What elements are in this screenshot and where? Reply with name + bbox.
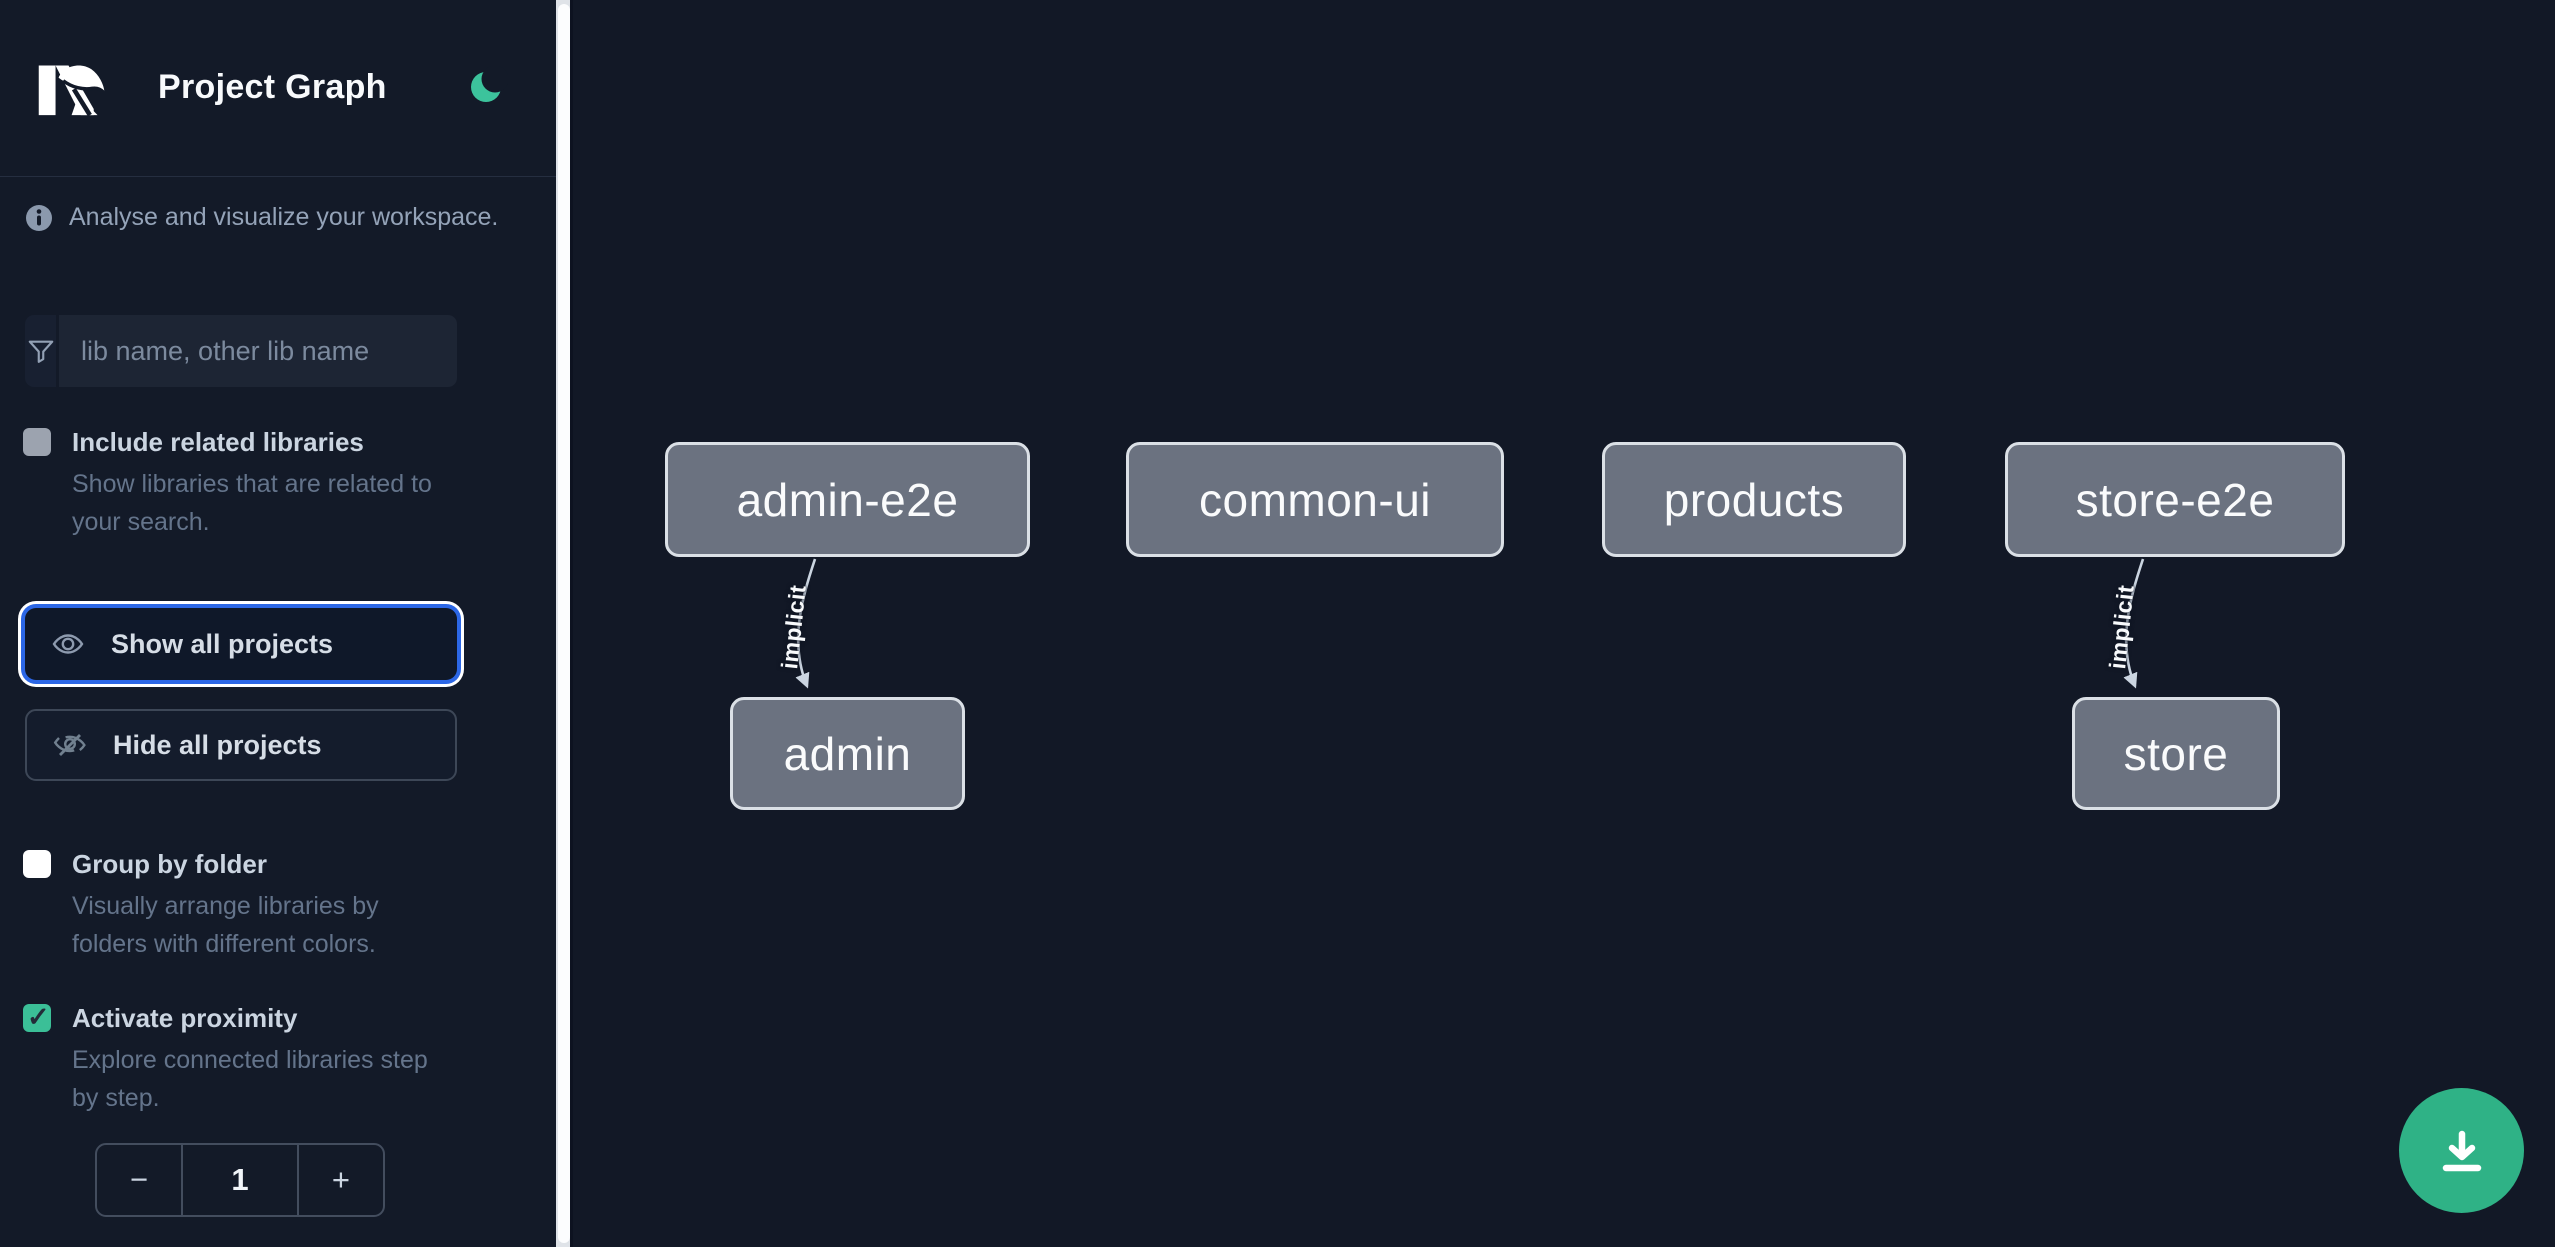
graph-edges	[795, 558, 2145, 689]
project-node-products[interactable]: products	[1602, 442, 1906, 557]
option-label[interactable]: Include related libraries	[72, 427, 364, 457]
project-node-store[interactable]: store	[2072, 697, 2280, 810]
sidebar-scrollbar[interactable]	[556, 0, 573, 1247]
option-description: Explore connected libraries step by step…	[72, 1046, 428, 1112]
project-node-admin[interactable]: admin	[730, 697, 965, 810]
eye-icon	[52, 634, 84, 654]
group-by-folder-checkbox[interactable]	[23, 850, 51, 878]
activate-proximity-checkbox[interactable]	[23, 1002, 51, 1033]
edge-admin-e2e-admin	[795, 558, 817, 689]
button-label: Show all projects	[111, 628, 334, 659]
stepper-decrement-button[interactable]: −	[130, 1162, 149, 1197]
option-label[interactable]: Activate proximity	[72, 1003, 298, 1033]
sidebar-header: Project Graph	[0, 0, 556, 177]
stepper-increment-button[interactable]: +	[296, 1145, 383, 1215]
project-node-common-ui[interactable]: common-ui	[1126, 442, 1504, 557]
scrollbar-thumb[interactable]	[558, 4, 570, 1243]
page-title: Project Graph	[158, 68, 387, 106]
workspace-info: Analyse and visualize your workspace.	[26, 203, 498, 232]
eye-off-icon	[53, 734, 86, 756]
button-label: Hide all projects	[113, 729, 322, 760]
project-node-store-e2e[interactable]: store-e2e	[2005, 442, 2345, 557]
option-group-by-folder: Group by folder Visually arrange librari…	[23, 849, 443, 963]
nx-logo	[38, 65, 105, 117]
project-node-admin-e2e[interactable]: admin-e2e	[665, 442, 1030, 557]
moon-icon[interactable]	[468, 66, 508, 106]
download-icon	[2442, 1130, 2481, 1171]
option-label[interactable]: Group by folder	[72, 849, 267, 879]
hide-all-projects-button[interactable]: Hide all projects	[25, 709, 457, 781]
funnel-icon	[25, 315, 59, 387]
option-activate-proximity: Activate proximity Explore connected lib…	[23, 1002, 443, 1117]
project-graph-canvas[interactable]: implicit implicit admin-e2e common-ui pr…	[576, 0, 2555, 1247]
option-include-related: Include related libraries Show libraries…	[23, 427, 443, 541]
option-description: Visually arrange libraries by folders wi…	[72, 892, 379, 958]
info-icon	[26, 204, 52, 231]
include-related-checkbox[interactable]	[23, 428, 51, 456]
show-all-projects-button[interactable]: Show all projects	[25, 608, 457, 680]
info-text: Analyse and visualize your workspace.	[69, 203, 499, 231]
download-graph-button[interactable]	[2399, 1088, 2524, 1213]
sidebar: Project Graph Analyse and visualize your…	[0, 0, 556, 1247]
edge-store-e2e-store	[2123, 558, 2145, 689]
option-description: Show libraries that are related to your …	[72, 470, 432, 536]
search-box	[25, 315, 457, 387]
proximity-stepper: − 1 +	[95, 1143, 385, 1217]
search-input[interactable]	[59, 315, 457, 387]
stepper-value: 1	[181, 1145, 297, 1215]
